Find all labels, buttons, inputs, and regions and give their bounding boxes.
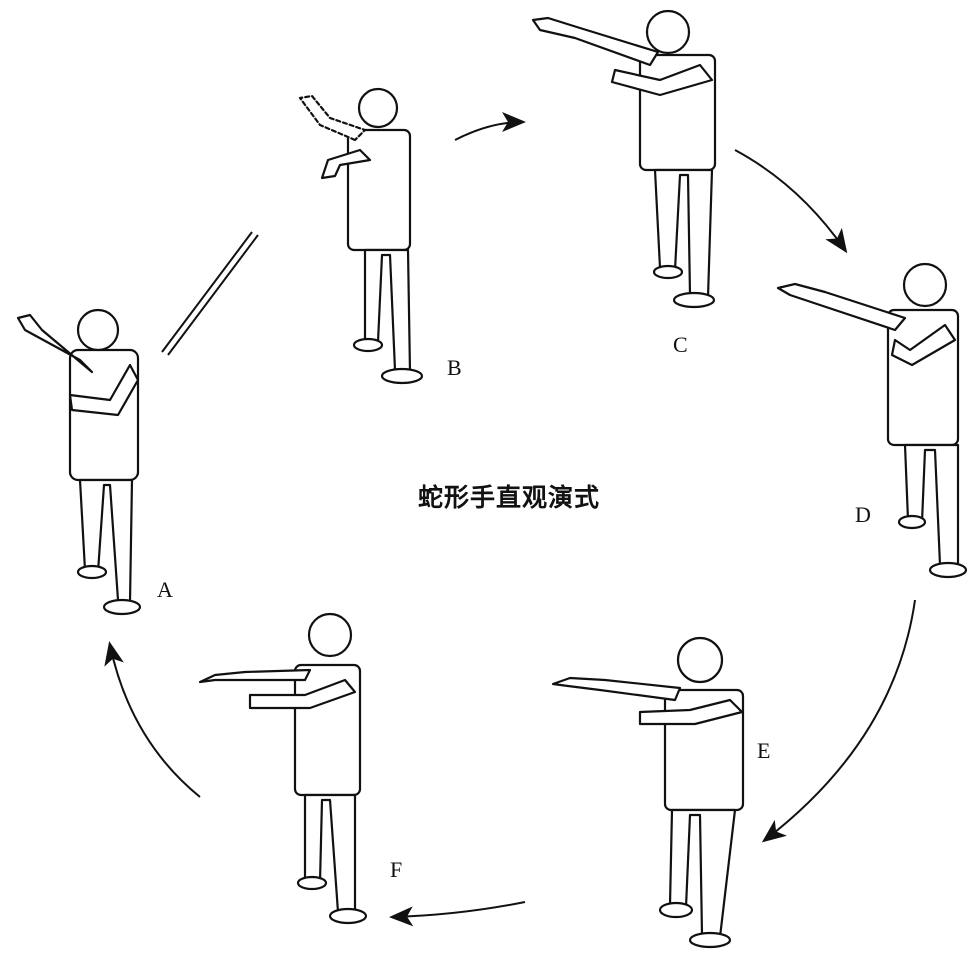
pose-label-e: E (757, 738, 771, 763)
arrow-b-to-c (454, 112, 526, 141)
arrow-d-to-e (761, 599, 916, 843)
arrow-e-to-f (389, 901, 526, 927)
arrow-f-to-a (104, 641, 201, 798)
figure-c (531, 9, 717, 309)
pose-label-c: C (673, 332, 688, 357)
pose-label-b: B (447, 355, 462, 380)
figure-e (551, 636, 745, 949)
diagram-title: 蛇形手直观演式 (418, 483, 601, 512)
figure-a (16, 308, 142, 616)
arrow-a-to-b (161, 231, 259, 356)
arrow-c-to-d (734, 149, 848, 254)
figure-b (298, 87, 424, 385)
pose-label-f: F (390, 857, 403, 882)
pose-label-a: A (157, 577, 173, 602)
pose-label-d: D (855, 502, 871, 527)
figure-f (198, 612, 368, 925)
figure-d (776, 262, 968, 579)
